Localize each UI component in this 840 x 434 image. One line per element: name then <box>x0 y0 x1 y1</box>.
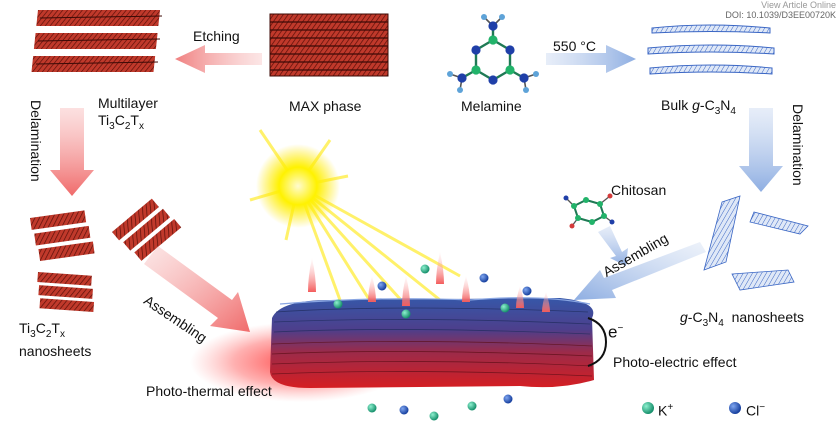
delamination-left-label: Delamination <box>28 100 44 182</box>
photo-electric-label: Photo-electric effect <box>613 354 737 370</box>
legend-cl-ion-label: Cl− <box>746 402 766 419</box>
max-phase-label: MAX phase <box>289 98 362 114</box>
g-c3n4-nanosheets-label: g-C3N4 nanosheets <box>680 309 805 329</box>
ions <box>333 264 532 421</box>
temperature-label: 550 °C <box>553 38 596 54</box>
multilayer-formula: Ti3C2Tx <box>98 112 144 132</box>
multilayer-label-line1: Multilayer <box>98 95 158 111</box>
chitosan-label: Chitosan <box>611 182 667 198</box>
bulk-g-c3n4-label: Bulk g-C3N4 <box>661 97 736 117</box>
sun <box>249 129 461 312</box>
electron-label: e− <box>608 322 624 342</box>
doi-text: DOI: 10.1039/D3EE00720K <box>725 10 836 20</box>
bulk-g-c3n4 <box>647 24 775 75</box>
view-article-link[interactable]: View Article Online <box>761 0 836 10</box>
g-c3n4-nanosheets <box>703 195 809 291</box>
doi-header: View Article Online DOI: 10.1039/D3EE007… <box>725 0 836 20</box>
chitosan-arrow <box>598 226 628 266</box>
steam-plumes <box>308 252 550 312</box>
composite-membrane <box>270 297 594 388</box>
melamine-label: Melamine <box>461 98 522 114</box>
mxene-nanosheets-label: Ti3C2Tx nanosheets <box>19 320 91 360</box>
legend-cl-ion-swatch <box>729 402 741 414</box>
melamine-molecule <box>447 14 539 93</box>
multilayer-label: Multilayer Ti3C2Tx <box>98 95 158 135</box>
photo-thermal-label: Photo-thermal effect <box>146 383 272 399</box>
assembling-arrow-right <box>574 242 706 300</box>
delamination-arrow-right <box>739 108 783 192</box>
mxene-nanosheets <box>30 198 182 312</box>
heating-arrow <box>546 45 636 73</box>
mxene-nanosheets-word: nanosheets <box>19 342 92 359</box>
delamination-arrow-left <box>50 108 94 196</box>
mxene-formula: Ti3C2Tx <box>19 320 65 340</box>
etching-arrow <box>175 45 262 73</box>
multilayer-mxene <box>31 10 163 72</box>
chitosan-molecule <box>563 193 615 229</box>
electron-bracket <box>587 317 608 367</box>
legend-k-ion-swatch <box>642 402 654 414</box>
assembling-arrow-left <box>144 246 250 332</box>
max-phase-block <box>269 13 389 77</box>
etching-label: Etching <box>193 28 240 44</box>
delamination-right-label: Delamination <box>790 104 806 186</box>
legend-k-ion-label: K+ <box>658 402 674 419</box>
